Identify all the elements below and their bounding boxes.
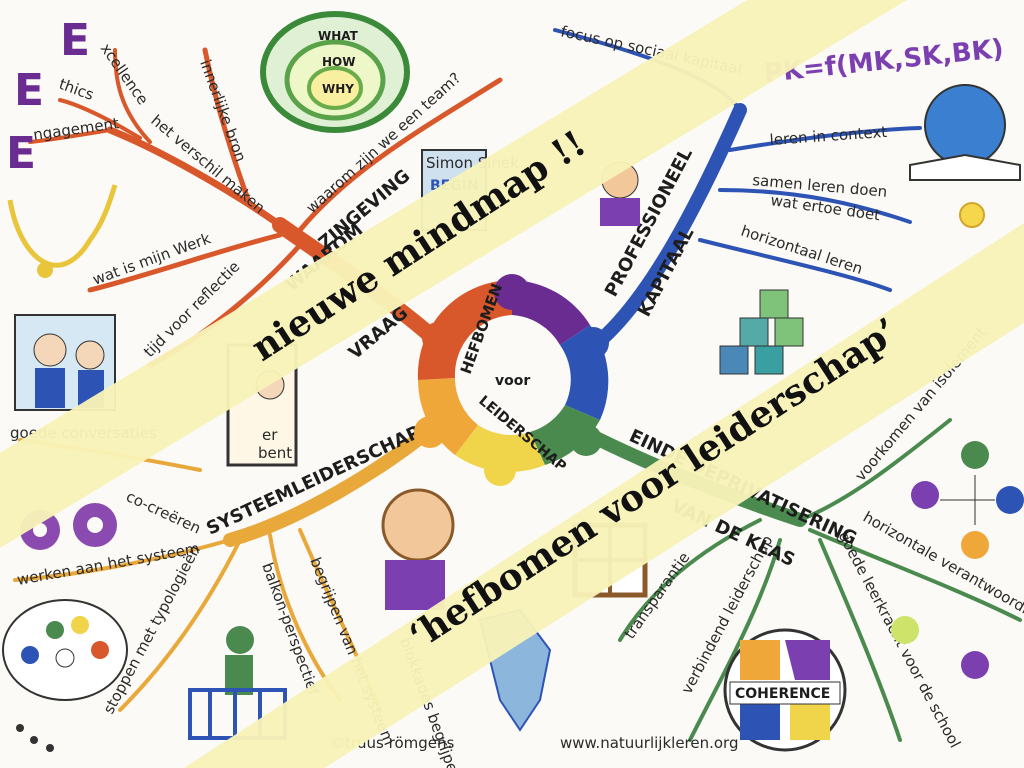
e-letter-2: E: [14, 65, 44, 116]
eee-letters: E E E: [6, 15, 90, 179]
network-icon: [911, 441, 1024, 559]
leaf-ngagement: ngagement: [32, 114, 120, 144]
person-body-icon: [600, 198, 640, 226]
globe-book-icon: [909, 84, 1021, 181]
leaf-verschil-maken: het verschil maken: [147, 111, 268, 217]
bulb-icon: [37, 262, 53, 278]
thinker-icon: [381, 488, 455, 610]
door-text-1: er: [262, 426, 278, 444]
golden-circle: WHAT HOW WHY: [260, 11, 410, 133]
leaf-xcellence: xcellence: [97, 40, 152, 108]
coherence-icon: COHERENCE: [723, 628, 847, 752]
thought-cloud-icon: [2, 599, 128, 752]
leaf-horizontaal-leren: horizontaal leren: [739, 222, 865, 278]
leaf-co-creeren: co-creëren: [123, 487, 203, 537]
door-text-2: bent: [258, 444, 292, 462]
leaf-leren-in-context: leren in context: [769, 123, 888, 149]
person-purple-icon: [961, 651, 989, 679]
center-hub: HEFBOMEN voor LEIDERSCHAP: [414, 274, 609, 486]
site-text: www.natuurlijkleren.org: [560, 734, 738, 752]
what-text: WHAT: [318, 29, 359, 43]
person-jumping-icon: [891, 616, 919, 644]
e-letter-3: E: [6, 128, 36, 179]
e-letter-1: E: [60, 15, 90, 66]
center-voor: voor: [495, 373, 530, 389]
arc-arrow-icon: [7, 184, 118, 268]
sun-icon: [959, 202, 985, 228]
coherence-text: COHERENCE: [735, 686, 830, 702]
why-text: WHY: [322, 82, 354, 96]
kids-picture-icon: [14, 314, 116, 411]
leaf-balkon: balkon-perspectief: [258, 560, 323, 698]
blocks-icon: [719, 289, 804, 375]
how-text: HOW: [322, 55, 355, 69]
